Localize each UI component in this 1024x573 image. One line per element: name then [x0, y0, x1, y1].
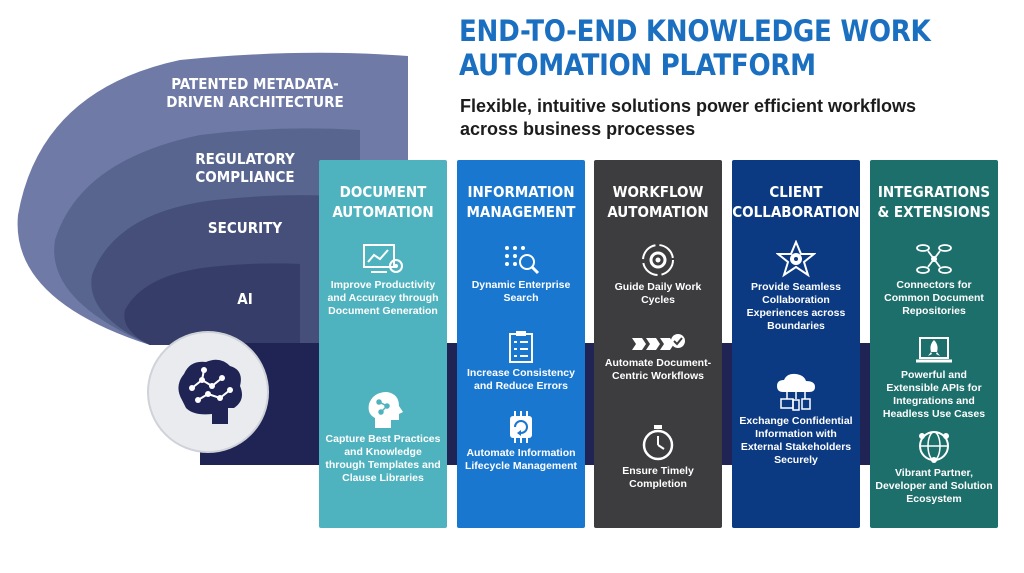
feature-item: Provide Seamless Collaboration Experienc… — [736, 240, 856, 333]
checklist-icon — [509, 331, 533, 363]
column-workflow-automation: WORKFLOW AUTOMATION Guide Daily Work Cyc… — [594, 160, 722, 528]
column-title: INTEGRATIONS & EXTENSIONS — [877, 183, 991, 221]
feature-text: Capture Best Practices and Knowledge thr… — [325, 433, 441, 484]
chevron-check-icon — [632, 334, 685, 350]
search-dots-icon — [505, 246, 540, 275]
brain-circuit-icon — [147, 331, 269, 453]
feature-text: Increase Consistency and Reduce Errors — [467, 367, 575, 392]
database-network-icon — [916, 244, 952, 274]
feature-text: Dynamic Enterprise Search — [471, 279, 571, 304]
cycle-gear-icon — [642, 244, 674, 276]
feature-item: Guide Daily Work Cycles — [598, 242, 718, 307]
column-title: DOCUMENT AUTOMATION — [332, 183, 434, 221]
page-subtitle: Flexible, intuitive solutions power effi… — [460, 96, 917, 139]
feature-item: Automate Document-Centric Workflows — [598, 332, 718, 383]
page-title: END-TO-END KNOWLEDGE WORK AUTOMATION PLA… — [459, 14, 931, 82]
layer-arc-ai — [124, 263, 301, 345]
feature-item: Connectors for Common Document Repositor… — [874, 242, 994, 318]
feature-item: Improve Productivity and Accuracy throug… — [323, 242, 443, 318]
feature-item: Automate Information Lifecycle Managemen… — [461, 410, 581, 473]
layer-label-compliance: REGULATORY COMPLIANCE — [195, 150, 295, 186]
column-client-collaboration: CLIENT COLLABORATION Provide Seamless Co… — [732, 160, 860, 528]
laptop-rocket-icon — [916, 337, 952, 363]
column-document-automation: DOCUMENT AUTOMATION Improve Productivity… — [319, 160, 447, 528]
column-title: INFORMATION MANAGEMENT — [466, 183, 576, 221]
star-network-icon — [776, 240, 816, 278]
stopwatch-icon — [642, 425, 674, 461]
layer-label-ai: AI — [237, 290, 253, 308]
feature-text: Connectors for Common Document Repositor… — [884, 279, 984, 317]
chart-gear-icon — [363, 244, 403, 273]
feature-text: Improve Productivity and Accuracy throug… — [327, 279, 439, 317]
feature-item: Exchange Confidential Information with E… — [736, 372, 856, 467]
feature-text: Ensure Timely Completion — [622, 465, 694, 490]
column-integrations-extensions: INTEGRATIONS & EXTENSIONS Connectors for… — [870, 160, 998, 528]
feature-item: Dynamic Enterprise Search — [461, 242, 581, 305]
column-title: WORKFLOW AUTOMATION — [607, 183, 709, 221]
feature-text: Vibrant Partner, Developer and Solution … — [875, 467, 993, 505]
feature-text: Automate Information Lifecycle Managemen… — [464, 447, 578, 472]
head-network-icon — [368, 392, 403, 428]
layer-label-architecture: PATENTED METADATA-DRIVEN ARCHITECTURE — [166, 75, 344, 111]
feature-item: Increase Consistency and Reduce Errors — [461, 330, 581, 393]
feature-text: Exchange Confidential Information with E… — [739, 415, 853, 466]
column-information-management: INFORMATION MANAGEMENT Dynamic Enterpris… — [457, 160, 585, 528]
chip-refresh-icon — [510, 411, 532, 443]
feature-item: Ensure Timely Completion — [598, 424, 718, 491]
feature-item: Vibrant Partner, Developer and Solution … — [874, 428, 994, 506]
feature-item: Capture Best Practices and Knowledge thr… — [323, 388, 443, 485]
feature-item: Powerful and Extensible APIs for Integra… — [874, 332, 994, 421]
feature-text: Guide Daily Work Cycles — [614, 281, 702, 306]
column-title: CLIENT COLLABORATION — [732, 183, 860, 221]
layer-arcs — [17, 52, 408, 346]
cloud-devices-icon — [777, 373, 815, 411]
feature-text: Automate Document-Centric Workflows — [604, 357, 712, 382]
globe-network-icon — [919, 431, 949, 463]
feature-text: Provide Seamless Collaboration Experienc… — [746, 281, 846, 332]
layer-label-security: SECURITY — [207, 219, 283, 237]
feature-text: Powerful and Extensible APIs for Integra… — [882, 369, 986, 420]
